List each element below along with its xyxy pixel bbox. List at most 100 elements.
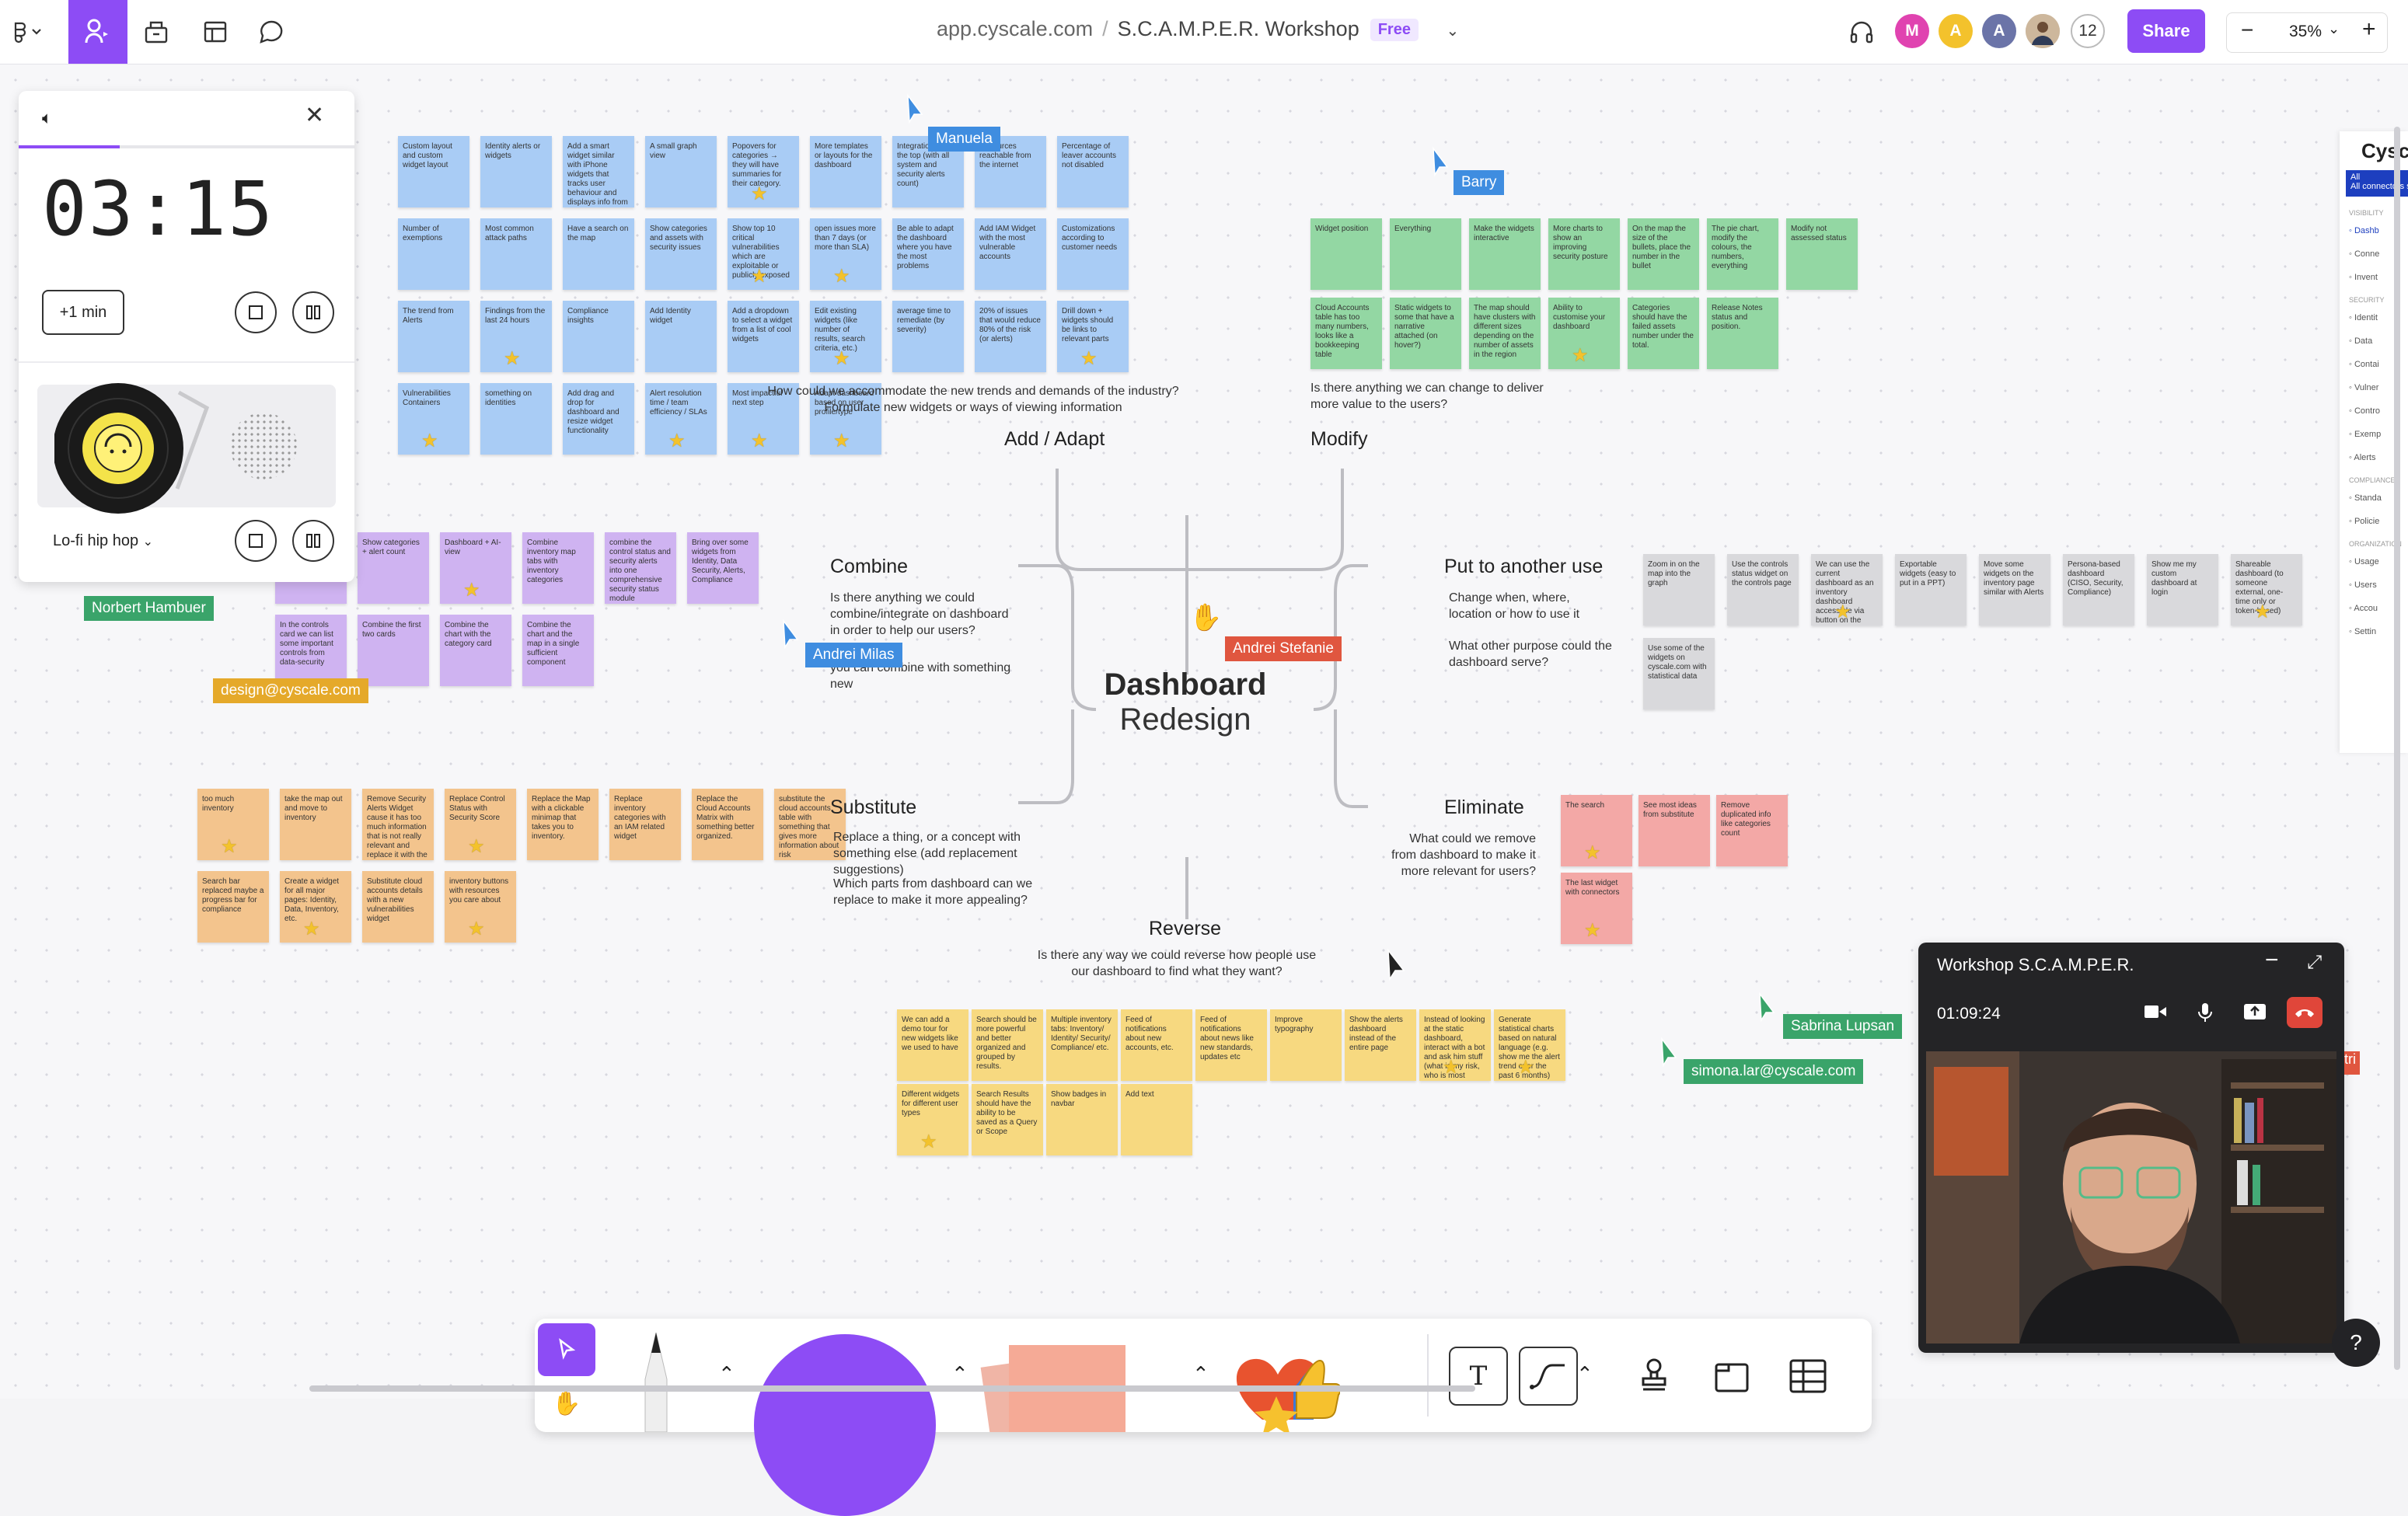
sticky-note[interactable]: Replace the Map with a clickable minimap… xyxy=(527,789,599,860)
hang-up-button[interactable] xyxy=(2287,997,2322,1028)
connector-tool-button[interactable] xyxy=(1519,1347,1578,1406)
camera-icon[interactable] xyxy=(2144,1003,2167,1025)
layout-icon[interactable] xyxy=(199,16,232,48)
sticky-note[interactable]: Combine the first two cards xyxy=(358,615,429,686)
stop-music-button[interactable] xyxy=(235,520,277,562)
vertical-scrollbar[interactable] xyxy=(2394,127,2400,1370)
sticky-note[interactable]: Add IAM Widget with the most vulnerable … xyxy=(975,218,1046,290)
add-minute-button[interactable]: +1 min xyxy=(42,290,124,335)
sticky-note[interactable]: Use some of the widgets on cyscale.com w… xyxy=(1643,638,1715,709)
select-tool-button[interactable] xyxy=(538,1323,595,1376)
sticky-note[interactable]: Add Identity widget xyxy=(645,301,717,372)
sticky-note[interactable]: Search bar replaced maybe a progress bar… xyxy=(197,871,269,943)
breadcrumb-host[interactable]: app.cyscale.com xyxy=(937,17,1094,40)
sticky-note[interactable]: Search Results should have the ability t… xyxy=(972,1084,1043,1155)
sticky-note[interactable]: average time to remediate (by severity) xyxy=(892,301,964,372)
sticky-note[interactable]: Combine the chart and the map in a singl… xyxy=(522,615,594,686)
participant-avatar[interactable]: M xyxy=(1895,14,1929,48)
facilitator-tools-icon[interactable] xyxy=(68,0,127,64)
main-menu-icon[interactable] xyxy=(11,16,44,48)
sidebar-nav-item[interactable]: ◦ Vulner xyxy=(2349,383,2378,392)
board-title[interactable]: S.C.A.M.P.E.R. Workshop xyxy=(1117,17,1359,40)
board-menu-chevron-icon[interactable]: ⌄ xyxy=(1446,23,1460,40)
sticky-note[interactable]: open issues more than 7 days (or more th… xyxy=(810,218,881,290)
sticky-note[interactable]: Customizations according to customer nee… xyxy=(1057,218,1129,290)
sidebar-nav-item[interactable]: ◦ Policie xyxy=(2349,517,2379,526)
sticky-note[interactable]: Everything xyxy=(1390,218,1461,290)
sticky-note[interactable]: Add text xyxy=(1121,1084,1192,1155)
sidebar-nav-item[interactable]: ◦ Data xyxy=(2349,336,2372,346)
sticky-note[interactable]: Replace the Cloud Accounts Matrix with s… xyxy=(692,789,763,860)
sticky-note[interactable]: Have a search on the map xyxy=(563,218,634,290)
sticky-note[interactable]: Remove duplicated info like categories c… xyxy=(1716,795,1788,866)
share-button[interactable]: Share xyxy=(2127,9,2205,53)
sticky-note[interactable]: Improve typography xyxy=(1270,1009,1342,1081)
text-tool-button[interactable]: T xyxy=(1449,1347,1508,1406)
sidebar-nav-item[interactable]: ◦ Accou xyxy=(2349,604,2378,613)
sticky-note[interactable]: Drill down + widgets should be links to … xyxy=(1057,301,1129,372)
sticky-note[interactable]: The pie chart, modify the colours, the n… xyxy=(1707,218,1778,290)
sticky-note[interactable]: substitute the cloud accounts table with… xyxy=(774,789,846,860)
sticky-note[interactable]: The trend from Alerts xyxy=(398,301,469,372)
sticky-note[interactable]: Alert resolution time / team efficiency … xyxy=(645,383,717,455)
sticky-options-chevron-icon[interactable]: ⌃ xyxy=(1192,1362,1209,1385)
sticky-note[interactable]: Search should be more powerful and bette… xyxy=(972,1009,1043,1081)
connector-options-chevron-icon[interactable]: ⌃ xyxy=(1576,1362,1593,1385)
sticky-note[interactable]: Cloud Accounts table has too many number… xyxy=(1310,298,1382,369)
sticky-note[interactable]: Move some widgets on the inventory page … xyxy=(1979,554,2050,626)
sticky-note[interactable]: Zoom in on the map into the graph xyxy=(1643,554,1715,626)
sticky-note[interactable]: Modify not assessed status xyxy=(1786,218,1858,290)
sticky-note[interactable]: Compliance insights xyxy=(563,301,634,372)
stamp-tool-button[interactable] xyxy=(1625,1347,1684,1406)
pause-timer-button[interactable] xyxy=(292,291,334,333)
sticky-note[interactable]: Substitute cloud accounts details with a… xyxy=(362,871,434,943)
sticky-note[interactable]: Widget position xyxy=(1310,218,1382,290)
sticky-note[interactable]: See most ideas from substitute xyxy=(1638,795,1710,866)
sidebar-nav-item[interactable]: ◦ Contro xyxy=(2349,406,2380,416)
sticky-note[interactable]: Show badges in navbar xyxy=(1046,1084,1118,1155)
sticky-note[interactable]: Ability to customise your dashboard xyxy=(1548,298,1620,369)
sticky-note[interactable]: Percentage of leaver accounts not disabl… xyxy=(1057,136,1129,207)
sticky-note[interactable]: Popovers for categories → they will have… xyxy=(728,136,799,207)
sticky-note[interactable]: In the controls card we can list some im… xyxy=(275,615,347,686)
sidebar-nav-item[interactable]: ◦ Contai xyxy=(2349,360,2379,369)
participant-count[interactable]: 12 xyxy=(2071,14,2105,48)
sticky-note[interactable]: More templates or layouts for the dashbo… xyxy=(810,136,881,207)
sticky-note-tool[interactable] xyxy=(970,1337,1172,1432)
sticky-note[interactable]: Static widgets to some that have a narra… xyxy=(1390,298,1461,369)
sticky-note[interactable]: combine the control status and security … xyxy=(605,532,676,604)
table-tool-button[interactable] xyxy=(1778,1347,1837,1406)
sticky-note[interactable]: Custom layout and custom widget layout xyxy=(398,136,469,207)
expand-call-icon[interactable]: ⤢ xyxy=(2307,952,2322,973)
sticky-note[interactable]: Findings from the last 24 hours xyxy=(480,301,552,372)
sidebar-nav-item[interactable]: ◦ Alerts xyxy=(2349,453,2375,462)
sidebar-nav-item[interactable]: ◦ Conne xyxy=(2349,249,2379,259)
sticky-note[interactable]: Show categories and assets with security… xyxy=(645,218,717,290)
sticky-note[interactable]: 20% of issues that would reduce 80% of t… xyxy=(975,301,1046,372)
sticky-note[interactable]: Identity alerts or widgets xyxy=(480,136,552,207)
participant-avatar[interactable]: A xyxy=(1939,14,1973,48)
sticky-note[interactable]: Number of exemptions xyxy=(398,218,469,290)
sidebar-nav-item[interactable]: ◦ Standa xyxy=(2349,493,2382,503)
sticky-note[interactable]: Show the alerts dashboard instead of the… xyxy=(1345,1009,1416,1081)
sticky-note[interactable]: Vulnerabilities Containers xyxy=(398,383,469,455)
frame-tool-button[interactable] xyxy=(1702,1347,1761,1406)
sticky-note[interactable]: Edit existing widgets (like number of re… xyxy=(810,301,881,372)
comments-icon[interactable] xyxy=(255,16,288,48)
sticky-note[interactable]: Show categories + alert count xyxy=(358,532,429,604)
sticky-note[interactable]: Combine the chart with the category card xyxy=(440,615,511,686)
sticky-note[interactable]: Different widgets for different user typ… xyxy=(897,1084,968,1155)
sticky-note[interactable]: Create a widget for all major pages: Ide… xyxy=(280,871,351,943)
sticky-note[interactable]: We can use the current dashboard as an i… xyxy=(1811,554,1883,626)
sidebar-nav-item[interactable]: ◦ Invent xyxy=(2349,273,2378,282)
pen-tool[interactable] xyxy=(633,1330,679,1432)
sticky-note[interactable]: Adapt dashboard based on user profile/ty… xyxy=(810,383,881,455)
zoom-in-button[interactable]: + xyxy=(2362,16,2376,42)
sidebar-nav-item[interactable]: ◦ Identit xyxy=(2349,313,2378,322)
sticky-note[interactable]: too much inventory xyxy=(197,789,269,860)
sticky-note[interactable]: something on identities xyxy=(480,383,552,455)
sticky-note[interactable]: We can add a demo tour for new widgets l… xyxy=(897,1009,968,1081)
pause-music-button[interactable] xyxy=(292,520,334,562)
help-button[interactable]: ? xyxy=(2332,1319,2380,1367)
sticky-note[interactable]: Add a dropdown to select a widget from a… xyxy=(728,301,799,372)
